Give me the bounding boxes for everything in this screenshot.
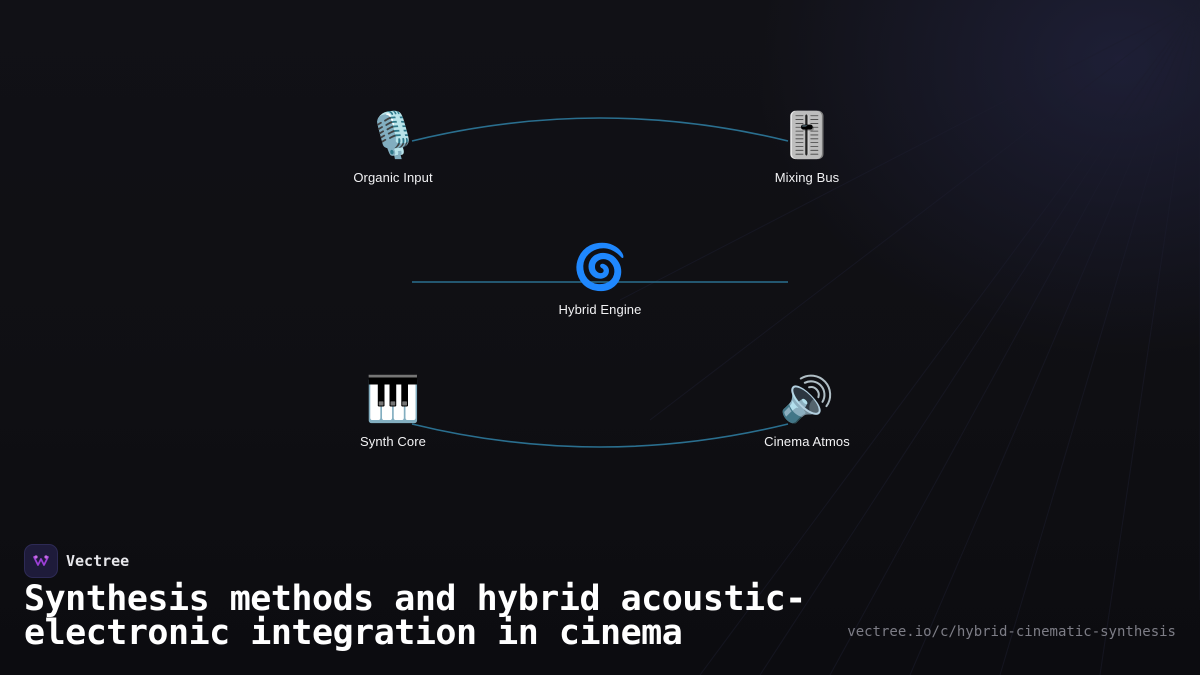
page-title: Synthesis methods and hybrid acoustic-el… [24, 579, 806, 653]
piano-keyboard-icon: 🎹 [365, 374, 421, 425]
edge-organic-input-to-mixing-bus [411, 117, 789, 142]
brand-name: Vectree [66, 552, 130, 570]
node-hybrid-engine: 🌀 Hybrid Engine [520, 240, 680, 317]
brand[interactable]: Vectree [24, 544, 129, 578]
edge-synth-core-to-cinema-atmos [411, 423, 789, 448]
vectree-logo-icon [24, 544, 58, 578]
node-cinema-atmos: 🔊 Cinema Atmos [727, 372, 887, 449]
node-synth-core: 🎹 Synth Core [313, 372, 473, 449]
node-mixing-bus: 🎚️ Mixing Bus [727, 108, 887, 185]
speaker-icon: 🔊 [779, 374, 835, 425]
node-label: Hybrid Engine [558, 302, 642, 317]
flow-diagram: 🎙️ Organic Input 🎚️ Mixing Bus 🌀 Hybrid … [313, 108, 887, 449]
node-label: Cinema Atmos [764, 434, 850, 449]
microphone-icon: 🎙️ [365, 110, 421, 161]
cyclone-icon: 🌀 [572, 242, 628, 293]
diagram-edges [411, 117, 789, 448]
node-label: Mixing Bus [774, 170, 840, 185]
source-url[interactable]: vectree.io/c/hybrid-cinematic-synthesis [847, 624, 1176, 640]
node-label: Organic Input [353, 170, 433, 185]
mixing-fader-icon: 🎚️ [779, 110, 835, 161]
node-organic-input: 🎙️ Organic Input [313, 108, 473, 185]
node-label: Synth Core [359, 434, 427, 449]
